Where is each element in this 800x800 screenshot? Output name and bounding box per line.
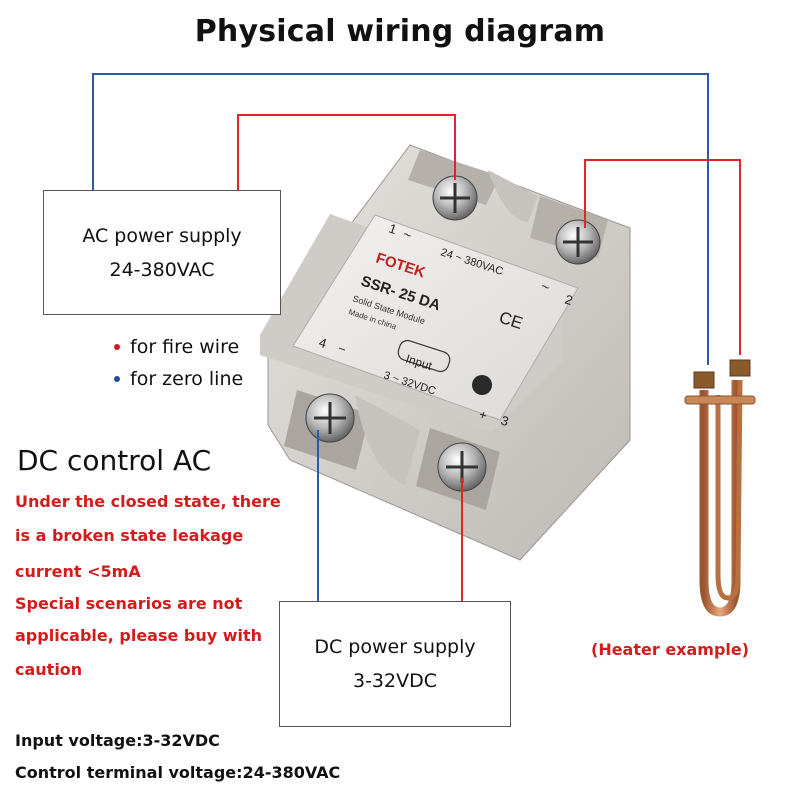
legend-zero: for zero line: [114, 368, 243, 390]
legend-fire-label: for fire wire: [130, 336, 240, 358]
terminal-1-label: 1: [387, 221, 399, 238]
spec-input-voltage: Input voltage:3-32VDC: [15, 731, 220, 750]
screw-terminal-4: [305, 393, 355, 443]
indicator-led: [472, 375, 492, 395]
legend-fire: for fire wire: [114, 336, 239, 358]
warning-line: caution: [15, 660, 83, 679]
legend-zero-label: for zero line: [130, 368, 244, 390]
wires: [92, 73, 741, 601]
dc-supply-line1: DC power supply: [314, 636, 476, 658]
warning-line: current <5mA: [15, 562, 141, 581]
terminal-4-label: 4: [317, 335, 329, 352]
ac-fire-wire: [237, 114, 456, 190]
terminal-3-label: 3: [499, 413, 511, 430]
warning-line: is a broken state leakage: [15, 526, 244, 545]
dc-supply-line2: 3-32VDC: [352, 670, 437, 692]
ac-zero-wire: [92, 73, 709, 365]
dc-control-title: DC control AC: [17, 444, 212, 477]
red-dot-icon: [114, 344, 120, 350]
screw-terminal-1: [432, 175, 478, 221]
heater-fire-wire: [584, 159, 741, 355]
ac-supply-line2: 24-380VAC: [109, 258, 215, 281]
warning-line: applicable, please buy with: [15, 626, 263, 645]
screw-terminal-3: [437, 442, 487, 492]
spec-control-voltage: Control terminal voltage:24-380VAC: [15, 763, 341, 782]
blue-dot-icon: [114, 376, 120, 382]
heater-element: [684, 359, 756, 617]
ac-supply-line1: AC power supply: [82, 224, 242, 247]
plus-label: +: [477, 407, 489, 424]
terminal-2-label: 2: [563, 292, 575, 309]
minus-label: −: [336, 341, 348, 358]
warning-line: Under the closed state, there: [15, 492, 281, 511]
heater-caption: (Heater example): [591, 640, 750, 659]
diagram-title: Physical wiring diagram: [194, 14, 606, 49]
warning-line: Special scenarios are not: [15, 594, 243, 613]
dc-power-supply-box: DC power supply 3-32VDC: [279, 601, 511, 727]
screw-terminal-2: [555, 219, 601, 265]
ac-power-supply-box: AC power supply 24-380VAC: [43, 190, 281, 315]
